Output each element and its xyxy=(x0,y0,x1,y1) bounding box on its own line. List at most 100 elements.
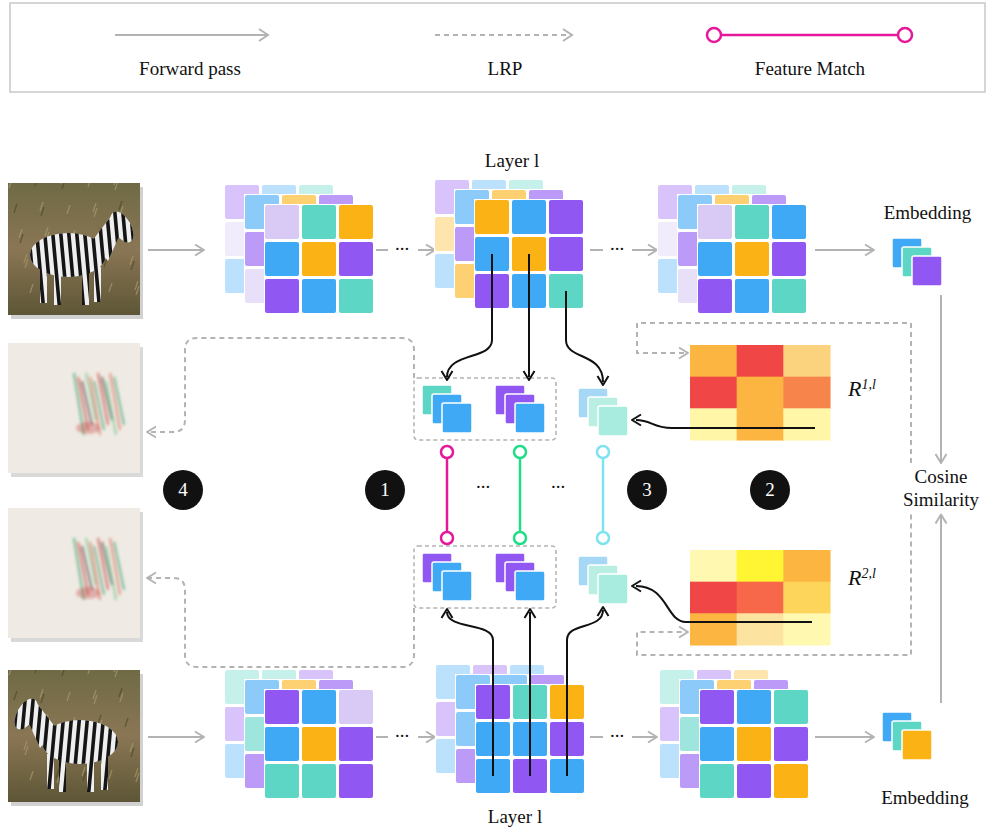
stripe xyxy=(98,203,108,313)
relevance-cell xyxy=(690,345,737,377)
grass xyxy=(25,746,28,755)
grass xyxy=(14,204,17,213)
feature-match-dot xyxy=(514,532,526,544)
feature-cell xyxy=(265,764,299,798)
feature-cell xyxy=(737,764,771,798)
feature-cell xyxy=(700,764,734,798)
callout-number: 3 xyxy=(627,470,667,510)
legend-match-dot xyxy=(898,28,912,42)
grass xyxy=(30,284,33,293)
grass xyxy=(35,183,38,186)
feature-cell xyxy=(549,237,583,271)
node-text: Cosine Similarity xyxy=(893,466,989,512)
relevance-cell xyxy=(737,582,784,614)
connector-head xyxy=(679,627,688,638)
node-text: Embedding xyxy=(865,202,990,225)
callout-text: 4 xyxy=(163,470,203,510)
feature-match-line xyxy=(446,458,449,532)
grass xyxy=(67,205,70,214)
stripe xyxy=(64,690,74,800)
arrow-head xyxy=(195,732,204,743)
feature-cell xyxy=(549,200,583,234)
stripe xyxy=(96,690,106,800)
line xyxy=(376,249,388,251)
feature-cell xyxy=(698,205,732,239)
feature-cell xyxy=(735,242,769,276)
legend-lrp-head xyxy=(563,29,572,41)
explanation-heatmap xyxy=(74,373,124,435)
grass xyxy=(83,772,86,781)
grass xyxy=(125,718,128,727)
zebra-photo xyxy=(8,661,140,802)
stripe xyxy=(40,690,50,800)
line xyxy=(418,249,434,251)
feature-cell xyxy=(339,690,373,724)
arrow-head xyxy=(195,245,204,256)
legend-entry: LRP xyxy=(488,58,523,81)
feature-cell xyxy=(700,727,734,761)
grass xyxy=(62,183,65,189)
feature-cell xyxy=(302,690,336,724)
legend-match-dot xyxy=(707,28,721,42)
line xyxy=(148,736,203,738)
grass xyxy=(67,692,70,701)
legend-forward-head xyxy=(259,29,268,41)
ellipsis-label: ... xyxy=(395,720,409,743)
label-holder: ... xyxy=(395,233,409,256)
feature-cell xyxy=(772,279,806,313)
grass xyxy=(94,208,97,217)
photo-content xyxy=(8,183,140,315)
grass xyxy=(115,183,118,190)
zebra-stripes xyxy=(8,690,122,800)
line xyxy=(590,736,603,738)
feature-cell xyxy=(302,727,336,761)
explanation-ground xyxy=(8,508,140,638)
relevance-stripe xyxy=(82,381,92,425)
feature-cell xyxy=(339,764,373,798)
lrp-arrow xyxy=(637,323,911,463)
feature-cell xyxy=(737,690,771,724)
relevance-cell xyxy=(737,377,784,409)
selection-line xyxy=(566,291,603,382)
legend-entry: Forward pass xyxy=(139,58,241,81)
legend-frame xyxy=(10,3,985,92)
line xyxy=(418,736,434,738)
legend-text: LRP xyxy=(488,58,523,81)
legend-entry: Feature Match xyxy=(755,58,865,81)
stripe xyxy=(130,203,140,313)
arrow-head xyxy=(426,732,435,743)
relevance-map: R1,l xyxy=(690,345,895,440)
feature-cell xyxy=(302,242,336,276)
feature-vector xyxy=(515,403,545,433)
relevance-cell xyxy=(690,550,737,582)
grass xyxy=(120,693,123,702)
feature-cell xyxy=(302,279,336,313)
feature-cell xyxy=(265,727,299,761)
feature-vector xyxy=(902,730,932,760)
legend-text: Forward pass xyxy=(139,58,241,81)
stripe xyxy=(16,690,26,800)
arrow-head xyxy=(426,245,435,256)
arrow-head xyxy=(632,581,641,592)
grass xyxy=(35,670,38,673)
arrow-head xyxy=(598,376,609,385)
arrow-head xyxy=(648,245,657,256)
relevance-stripe xyxy=(106,381,116,435)
stripe xyxy=(122,203,132,313)
stripe xyxy=(74,203,84,313)
line xyxy=(632,736,656,738)
line xyxy=(376,736,388,738)
relevance-cell xyxy=(783,582,830,614)
selection-line xyxy=(567,610,603,776)
explanation-ground xyxy=(8,343,140,473)
legend-forward-sample xyxy=(115,34,268,36)
arrow-head xyxy=(865,732,874,743)
feature-match-dot xyxy=(441,532,453,544)
relevance-stripe xyxy=(114,542,124,590)
zebra-stripes xyxy=(26,203,140,313)
similarity-node: Cosine Similarity xyxy=(893,465,989,513)
feature-match-line xyxy=(519,458,522,532)
arrow-head xyxy=(147,573,156,584)
stripe xyxy=(50,203,60,313)
